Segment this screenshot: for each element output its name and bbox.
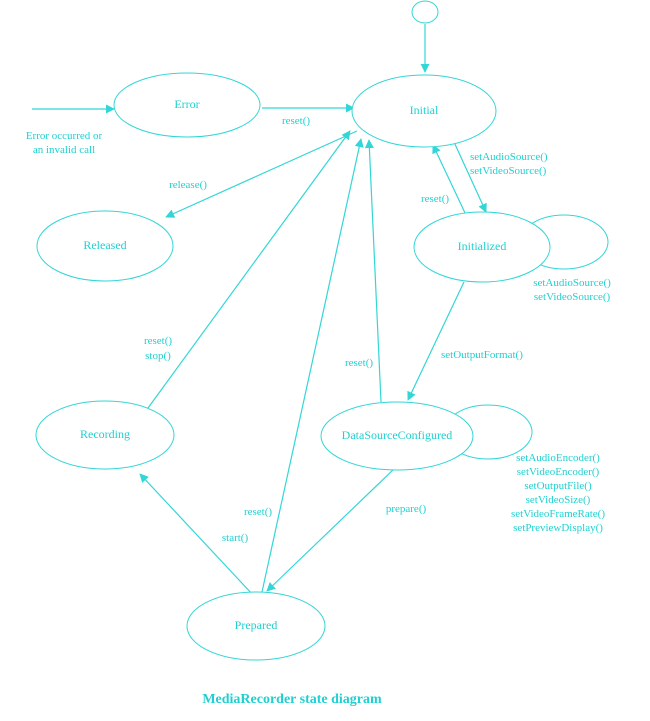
state-initial-label: Initial bbox=[410, 103, 439, 117]
transition-label-line: setAudioSource() bbox=[533, 277, 611, 289]
label-prepared-to-initial: reset() bbox=[244, 506, 272, 518]
transition-label-line: setVideoEncoder() bbox=[517, 466, 600, 478]
state-data-source-configured bbox=[320, 401, 474, 471]
state-recording-label: Recording bbox=[80, 427, 130, 441]
transition-label-line: setVideoSource() bbox=[470, 165, 547, 177]
label-error-entry: Error occurred or an invalid call bbox=[26, 130, 103, 156]
transition-label-line: setOutputFormat() bbox=[441, 349, 523, 361]
label-recording-to-initial: reset() stop() bbox=[144, 335, 172, 362]
transition-label-line: reset() bbox=[144, 335, 172, 347]
transition-label-line: reset() bbox=[345, 357, 373, 369]
state-error bbox=[113, 72, 261, 138]
transition-label-line: reset() bbox=[244, 506, 272, 518]
transition-label-line: start() bbox=[222, 532, 249, 544]
transition-label-line: setVideoSource() bbox=[534, 291, 611, 303]
transition-label-line: reset() bbox=[421, 193, 449, 205]
transition-label-line: setVideoSize() bbox=[526, 494, 591, 506]
transition-label-line: prepare() bbox=[386, 503, 427, 515]
label-initialized-to-configured: setOutputFormat() bbox=[441, 349, 523, 361]
state-initialized bbox=[413, 211, 551, 283]
label-configured-to-initial: reset() bbox=[345, 357, 373, 369]
transition-label-line: reset() bbox=[282, 115, 310, 127]
edge-prepared-to-initial bbox=[261, 138, 364, 593]
transition-label-line: release() bbox=[169, 179, 207, 191]
label-initial-to-initialized: setAudioSource() setVideoSource() bbox=[470, 151, 548, 177]
state-released bbox=[36, 210, 174, 282]
label-initialized-to-initial: reset() bbox=[421, 193, 449, 205]
state-data-source-configured-label: DataSourceConfigured bbox=[342, 428, 453, 442]
edge-initial-to-released bbox=[165, 130, 358, 218]
edge-prepared-to-recording bbox=[139, 473, 255, 597]
state-initial bbox=[351, 74, 497, 148]
edge-recording-to-initial bbox=[147, 130, 351, 409]
edge-configured-to-initial bbox=[364, 139, 382, 403]
label-configured-self: setAudioEncoder() setVideoEncoder() setOut… bbox=[511, 452, 605, 534]
transition-label-line: setAudioEncoder() bbox=[516, 452, 600, 464]
label-error-to-initial: reset() bbox=[282, 115, 310, 127]
label-configured-to-prepared: prepare() bbox=[386, 503, 427, 515]
transition-label-line: setOutputFile() bbox=[524, 480, 592, 492]
label-initial-to-released: release() bbox=[169, 179, 207, 191]
transition-label-line: Error occurred or bbox=[26, 130, 103, 142]
state-prepared-label: Prepared bbox=[235, 618, 278, 632]
label-initialized-self: setAudioSource() setVideoSource() bbox=[533, 277, 611, 303]
label-prepared-to-recording: start() bbox=[222, 532, 249, 544]
diagram-caption: MediaRecorder state diagram bbox=[202, 692, 382, 707]
transition-label-line: setAudioSource() bbox=[470, 151, 548, 163]
transition-label-line: setVideoFrameRate() bbox=[511, 508, 605, 520]
state-recording bbox=[35, 400, 175, 470]
edge-initialized-to-initial bbox=[432, 144, 467, 216]
edge-initialized-to-configured bbox=[407, 281, 465, 401]
state-initialized-label: Initialized bbox=[458, 239, 507, 253]
state-error-label: Error bbox=[174, 97, 199, 111]
transition-label-line: stop() bbox=[145, 350, 171, 362]
state-prepared bbox=[186, 591, 326, 661]
start-node bbox=[411, 0, 439, 24]
edge-configured-to-prepared bbox=[266, 467, 396, 592]
state-released-label: Released bbox=[83, 238, 126, 252]
edge-initial-to-initialized bbox=[453, 141, 487, 213]
transition-label-line: an invalid call bbox=[33, 144, 95, 156]
transition-label-line: setPreviewDisplay() bbox=[513, 522, 603, 534]
